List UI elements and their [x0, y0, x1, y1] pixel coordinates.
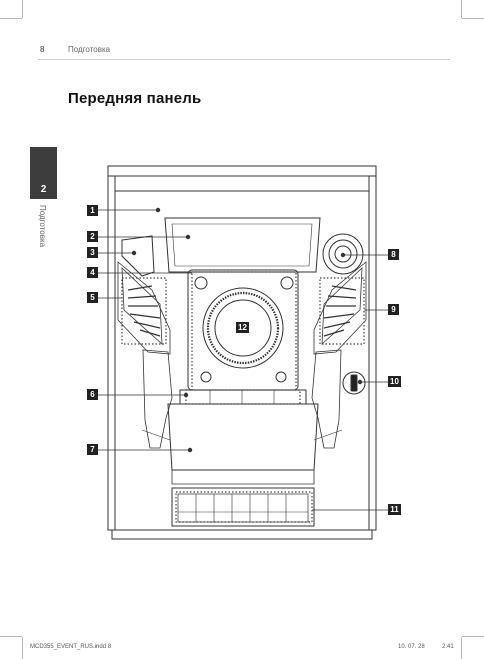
- crop-mark: [0, 18, 22, 19]
- crop-mark: [461, 0, 462, 18]
- footer-file-name: MCD355_EVENT_RUS.indd 8: [30, 644, 112, 650]
- crop-mark: [462, 18, 484, 19]
- callout-1: 1: [87, 205, 98, 216]
- crop-mark: [0, 636, 22, 637]
- speaker-highlight-box: [191, 271, 297, 391]
- device-body: [107, 165, 377, 531]
- header-divider: [38, 59, 450, 60]
- section-title: Подготовка: [68, 45, 111, 54]
- cassette-deck: [171, 487, 315, 527]
- callout-9: 9: [388, 304, 399, 315]
- right-grille-highlight-box: [319, 277, 365, 345]
- crop-mark: [22, 637, 23, 659]
- callout-4: 4: [87, 267, 98, 278]
- crop-mark: [22, 0, 23, 18]
- footer-time: 2:41: [442, 644, 454, 650]
- crop-mark: [462, 636, 484, 637]
- callout-11: 11: [388, 504, 401, 515]
- page-number: 8: [40, 45, 45, 54]
- left-grille-highlight-box: [121, 277, 167, 345]
- callout-6: 6: [87, 389, 98, 400]
- device-base: [111, 529, 373, 540]
- callout-2: 2: [87, 231, 98, 242]
- chapter-tab: 2: [30, 147, 57, 199]
- footer-date: 10. 07. 28: [398, 644, 425, 650]
- callout-5: 5: [87, 292, 98, 303]
- disc-tray: [167, 403, 319, 471]
- callout-10: 10: [388, 376, 401, 387]
- callout-7: 7: [87, 444, 98, 455]
- standby-button: [121, 235, 155, 277]
- callout-3: 3: [87, 247, 98, 258]
- crop-mark: [461, 637, 462, 659]
- chapter-tab-number: 2: [40, 184, 47, 195]
- usb-port-recess: [342, 371, 366, 395]
- volume-knob: [322, 233, 364, 275]
- cassette-highlight-box: [175, 491, 313, 523]
- callout-8: 8: [388, 249, 399, 260]
- control-button-row: [179, 389, 307, 405]
- callout-12: 12: [236, 322, 249, 333]
- chapter-tab-label: Подготовка: [38, 205, 47, 248]
- display-window: [164, 217, 321, 273]
- page-heading: Передняя панель: [68, 90, 202, 107]
- speaker-cone: [202, 287, 284, 369]
